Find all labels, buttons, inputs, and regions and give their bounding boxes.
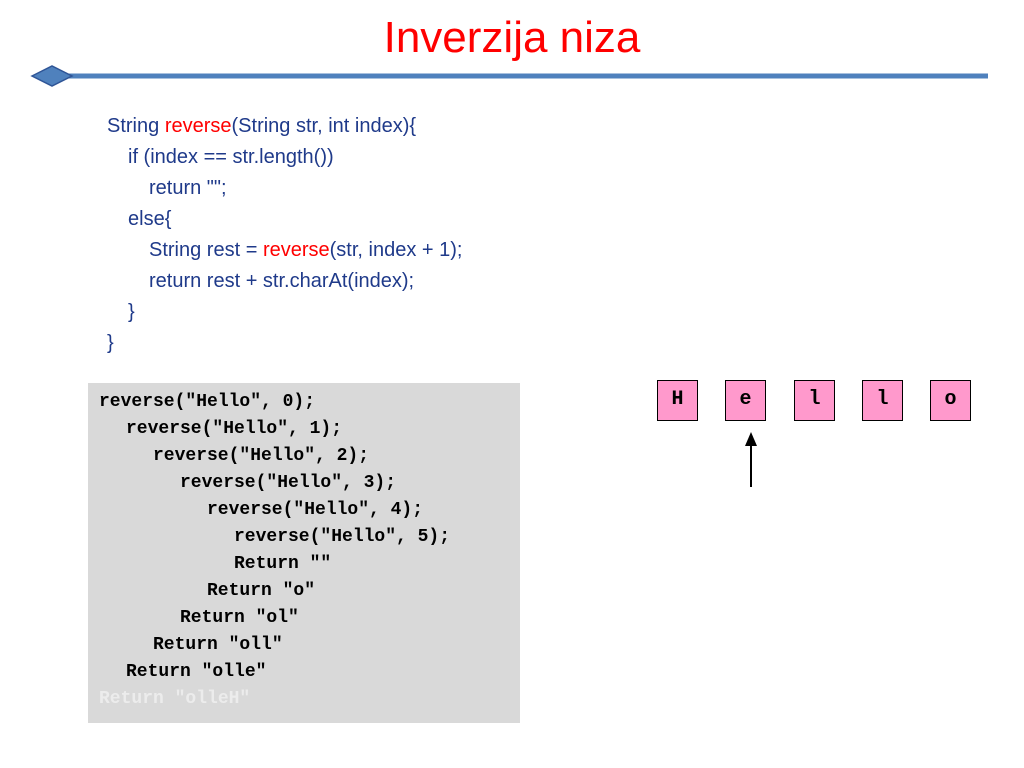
- trace-line: Return "": [234, 554, 332, 574]
- trace-line: reverse("Hello", 5);: [234, 527, 451, 547]
- trace-line: Return "oll": [153, 635, 283, 655]
- call-trace-box: reverse("Hello", 0); reverse("Hello", 1)…: [88, 383, 520, 723]
- array-cell: o: [930, 380, 971, 421]
- trace-line: reverse("Hello", 1);: [126, 419, 343, 439]
- code-line-7: }: [128, 301, 135, 323]
- title-divider: [30, 65, 988, 87]
- code-text: (String str, int index){: [231, 115, 417, 137]
- code-block: String reverse(String str, int index){ i…: [107, 111, 462, 359]
- array-cell: H: [657, 380, 698, 421]
- trace-line: reverse("Hello", 2);: [153, 446, 370, 466]
- code-function-name: reverse: [262, 239, 330, 261]
- trace-line: reverse("Hello", 3);: [180, 473, 397, 493]
- slide-title: Inverzija niza: [383, 13, 641, 62]
- index-pointer-arrow-icon: [745, 432, 757, 487]
- array-cell: l: [794, 380, 835, 421]
- code-text: String: [107, 115, 165, 137]
- code-line-4: else{: [128, 208, 172, 230]
- array-cell: l: [862, 380, 903, 421]
- trace-line-faded: Return "olleH": [99, 689, 251, 709]
- code-line-2: if (index == str.length()): [128, 146, 334, 168]
- trace-line: reverse("Hello", 0);: [99, 392, 316, 412]
- code-line-8: }: [107, 332, 114, 354]
- code-line-1: String reverse(String str, int index){: [107, 111, 462, 142]
- code-line-5: String rest = reverse(str, index + 1);: [107, 235, 462, 266]
- trace-line: Return "o": [207, 581, 316, 601]
- code-text: (str, index + 1);: [329, 239, 463, 261]
- code-line-3: return "";: [149, 177, 227, 199]
- trace-line: reverse("Hello", 4);: [207, 500, 424, 520]
- code-text: String rest =: [149, 239, 263, 261]
- code-line-6: return rest + str.charAt(index);: [149, 270, 415, 292]
- array-cell: e: [725, 380, 766, 421]
- code-function-name: reverse: [164, 115, 232, 137]
- trace-line: Return "olle": [126, 662, 267, 682]
- trace-line: Return "ol": [180, 608, 299, 628]
